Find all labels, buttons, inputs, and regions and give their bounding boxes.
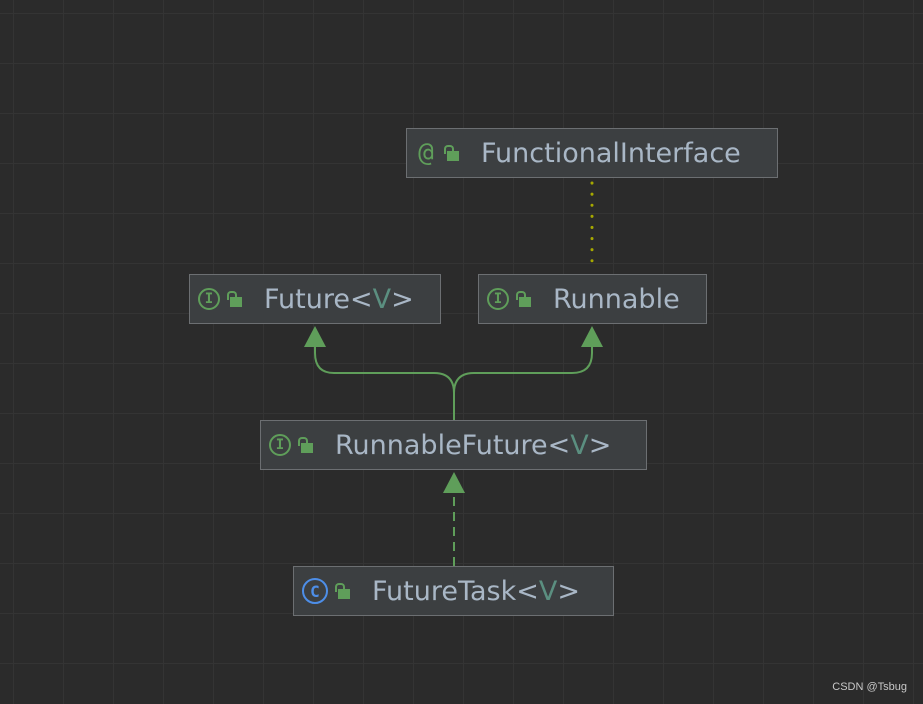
public-lock-icon [444,145,459,161]
interface-icon: I [198,288,220,310]
class-icon: C [302,578,328,604]
type-parameter: V [372,283,392,315]
watermark: CSDN @Tsbug [832,681,907,693]
node-runnable-future[interactable]: I RunnableFuture<V> [260,420,647,470]
arrowhead-future [304,326,326,347]
node-label: Future [264,283,350,315]
arrowhead-runnable [581,326,603,347]
arrowhead-runnablefuture [443,472,465,493]
edge-runnablefuture-to-runnable [453,346,593,394]
annotation-icon: @ [418,138,434,168]
type-parameter: V [538,575,558,607]
node-label: FutureTask [372,575,517,607]
public-lock-icon [227,291,242,307]
type-parameter: V [570,429,589,461]
node-label: Runnable [553,283,680,315]
node-future[interactable]: I Future<V> [189,274,441,324]
public-lock-icon [516,291,531,307]
generic-close: > [391,283,414,315]
public-lock-icon [298,437,313,453]
edge-runnablefuture-to-future [314,346,455,420]
generic-open: < [547,429,571,461]
node-future-task[interactable]: C FutureTask<V> [293,566,614,616]
generic-close: > [588,429,612,461]
node-runnable[interactable]: I Runnable [478,274,707,324]
public-lock-icon [335,583,350,599]
node-functional-interface[interactable]: @ FunctionalInterface [406,128,778,178]
interface-icon: I [487,288,509,310]
generic-open: < [349,283,373,315]
interface-icon: I [269,434,291,456]
generic-close: > [557,575,580,607]
node-label: FunctionalInterface [481,137,741,169]
generic-open: < [516,575,539,607]
node-label: RunnableFuture [335,429,548,461]
